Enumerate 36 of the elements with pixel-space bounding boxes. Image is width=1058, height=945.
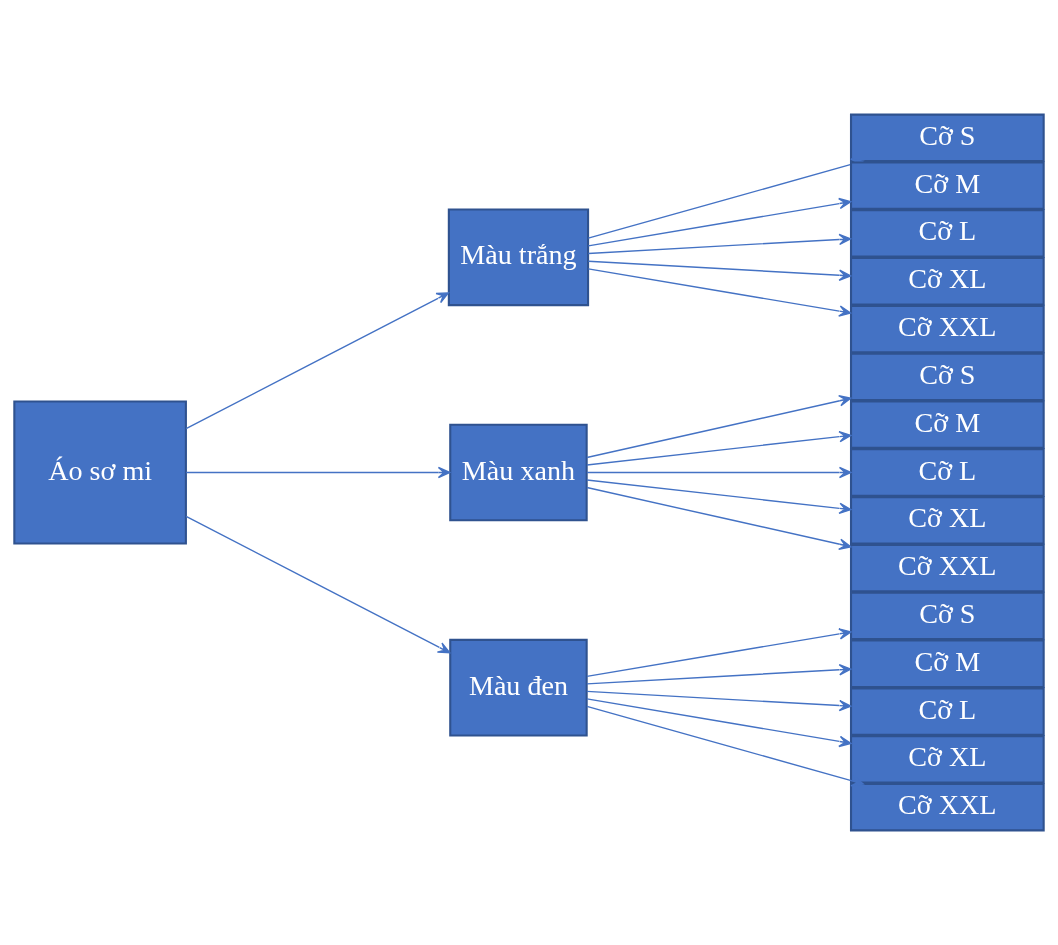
node-box: Cỡ S bbox=[849, 352, 1045, 402]
node-box: Cỡ XL bbox=[849, 496, 1045, 545]
arrow bbox=[185, 466, 451, 479]
arrow bbox=[587, 268, 852, 317]
node-box: Cỡ M bbox=[849, 161, 1045, 210]
arrow bbox=[586, 628, 852, 678]
node-box: Cỡ XXL bbox=[849, 304, 1045, 354]
node-box: Cỡ S bbox=[849, 113, 1045, 163]
arrow bbox=[586, 486, 852, 550]
node-box: Cỡ S bbox=[849, 591, 1045, 641]
node-box: Cỡ XXL bbox=[849, 782, 1045, 832]
arrow bbox=[586, 663, 852, 685]
node-box: Màu trắng bbox=[447, 208, 590, 307]
node-box: Cỡ L bbox=[849, 687, 1045, 736]
arrow bbox=[185, 515, 451, 654]
node-box: Cỡ XL bbox=[849, 735, 1045, 784]
node-box: Áo sơ mi bbox=[13, 400, 187, 545]
node-box: Cỡ M bbox=[849, 639, 1045, 688]
node-box: Cỡ L bbox=[849, 209, 1045, 258]
arrow bbox=[185, 292, 450, 430]
node-box: Cỡ M bbox=[849, 400, 1045, 449]
arrow bbox=[586, 690, 852, 712]
arrow bbox=[587, 233, 852, 255]
arrow bbox=[586, 466, 852, 479]
node-box: Cỡ XL bbox=[849, 257, 1045, 306]
arrow bbox=[586, 395, 852, 459]
node-box: Cỡ XXL bbox=[849, 543, 1045, 593]
node-box: Cỡ L bbox=[849, 448, 1045, 497]
node-box: Màu xanh bbox=[449, 423, 588, 522]
arrow bbox=[587, 260, 852, 282]
arrow bbox=[586, 698, 852, 748]
node-box: Màu đen bbox=[449, 638, 588, 737]
arrow bbox=[587, 197, 852, 247]
arrow bbox=[586, 430, 852, 466]
arrow bbox=[586, 705, 864, 787]
arrow bbox=[586, 479, 852, 515]
